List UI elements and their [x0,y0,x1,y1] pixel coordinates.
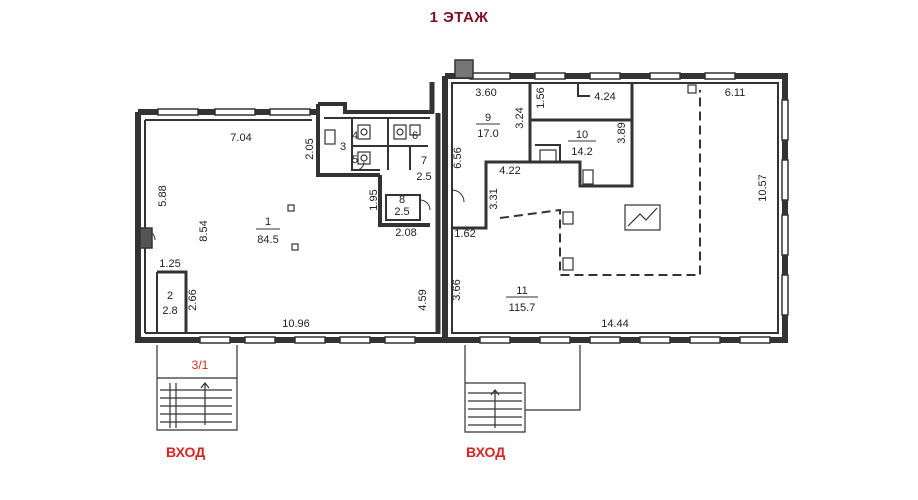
dim-2-66: 2.66 [187,289,199,310]
building-number: 3/1 [192,358,209,372]
dim-3-89: 3.89 [616,122,628,143]
dim-4-24: 4.24 [594,91,615,103]
dim-14-44: 14.44 [601,318,629,330]
room-labels: 1 84.5 2 2.8 3 4 5 6 7 2.5 8 2.5 9 17.0 … [162,112,596,317]
entrance-stairs-right [464,345,581,433]
room-11-area: 115.7 [509,302,536,314]
dim-3-66: 3.66 [451,279,463,300]
room-10-area: 14.2 [571,146,592,158]
fixtures [287,84,697,271]
dim-6-56: 6.56 [452,147,464,168]
room-11-number: 11 [516,285,527,297]
entrance-label-left: ВХОД [166,444,206,460]
dim-7-04: 7.04 [230,132,251,144]
dim-1-56: 1.56 [535,87,547,108]
dim-1-25: 1.25 [159,258,180,270]
dimension-labels: 7.04 5.88 8.54 1.25 2.66 10.96 4.59 2.05… [157,87,769,330]
dim-3-31: 3.31 [488,188,500,209]
entrance-stairs-left [156,345,238,431]
room-9-number: 9 [485,112,491,124]
dim-8-54: 8.54 [198,220,210,241]
floor-title: 1 ЭТАЖ [429,9,489,26]
dim-1-62: 1.62 [454,228,475,240]
dim-2-08: 2.08 [395,227,416,239]
dim-3-60: 3.60 [475,87,496,99]
room-2-area: 2.8 [162,305,177,317]
room-9-area: 17.0 [477,128,498,140]
room-10-number: 10 [576,129,588,141]
room-1-number: 1 [265,216,271,228]
dim-5-88: 5.88 [157,185,169,206]
room-4-number: 4 [352,130,358,142]
dim-3-24: 3.24 [514,107,526,128]
dim-2-05: 2.05 [304,138,316,159]
room-1-area: 84.5 [257,234,278,246]
dim-1-95: 1.95 [368,189,380,210]
room-2-number: 2 [167,290,173,302]
room-8-area: 2.5 [394,206,409,218]
windows [139,59,789,344]
entrance-label-right: ВХОД [466,444,506,460]
dim-6-11: 6.11 [725,87,746,99]
room-7-number: 7 [421,155,427,167]
room-6-number: 6 [412,130,418,142]
room-8-number: 8 [399,194,405,206]
room-3-number: 3 [340,141,346,153]
dim-10-57: 10.57 [757,174,769,202]
room-7-area: 2.5 [416,171,431,183]
room-5-number: 5 [352,154,358,166]
dim-4-22: 4.22 [499,165,520,177]
dim-10-96: 10.96 [282,318,310,330]
dim-4-59: 4.59 [417,289,429,310]
